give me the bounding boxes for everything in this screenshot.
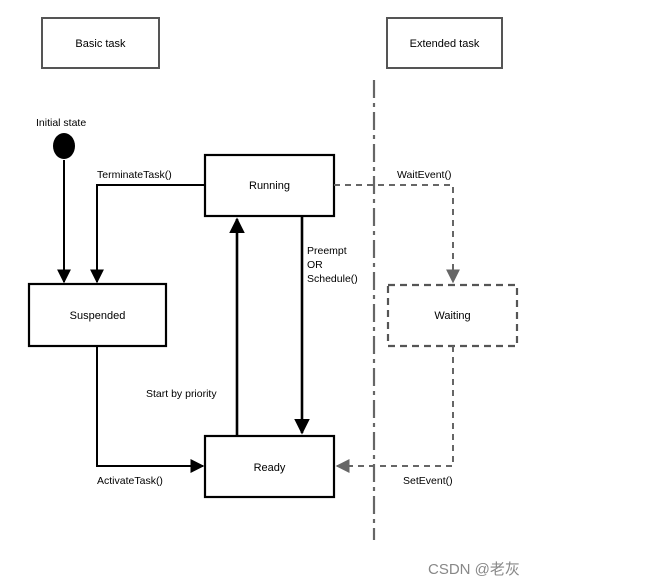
wait-event-arrow xyxy=(334,184,460,284)
initial-state-dot xyxy=(53,133,75,159)
ready-state: Ready xyxy=(203,434,336,499)
csdn-watermark: CSDN @老灰 xyxy=(428,561,520,578)
set-event-arrow xyxy=(335,346,454,473)
set-event-label: SetEvent() xyxy=(403,475,453,487)
preempt-label-line3: Schedule() xyxy=(307,273,358,285)
preempt-label-line2: OR xyxy=(307,259,323,271)
preempt-label-line1: Preempt xyxy=(307,245,347,257)
waiting-state: Waiting xyxy=(386,283,519,348)
waiting-state-label: Waiting xyxy=(434,310,470,322)
running-state: Running xyxy=(203,153,336,218)
terminate-task-label: TerminateTask() xyxy=(97,169,172,181)
extended-task-header: Extended task xyxy=(386,17,503,69)
terminate-task-arrow xyxy=(90,184,205,284)
start-by-priority-label: Start by priority xyxy=(146,388,217,400)
basic-task-header: Basic task xyxy=(41,17,160,69)
suspended-state-label: Suspended xyxy=(70,310,126,322)
ready-state-label: Ready xyxy=(254,462,286,474)
extended-task-header-label: Extended task xyxy=(410,38,480,50)
suspended-state: Suspended xyxy=(27,282,168,348)
basic-task-header-label: Basic task xyxy=(75,38,126,50)
activate-task-arrow xyxy=(96,346,205,473)
wait-event-label: WaitEvent() xyxy=(397,169,451,181)
initial-state-label: Initial state xyxy=(36,117,86,129)
running-state-label: Running xyxy=(249,180,290,192)
activate-task-label: ActivateTask() xyxy=(97,475,163,487)
